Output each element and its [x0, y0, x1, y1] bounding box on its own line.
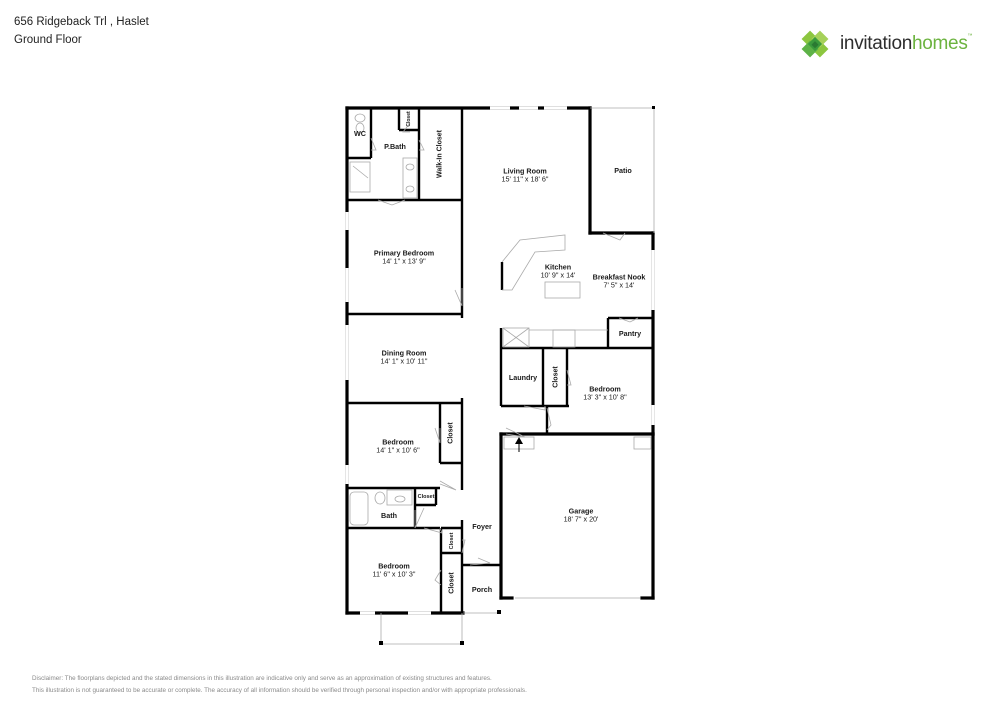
room-pbath-closet: Closet: [406, 111, 412, 127]
room-name: Bedroom: [589, 384, 621, 394]
room-bath: Bath: [381, 510, 397, 520]
room-laundry: Laundry: [508, 372, 538, 382]
room-dimensions: 15' 11" x 18' 6": [501, 175, 549, 184]
room-foyer-closet: Closet: [449, 532, 455, 550]
room-pbath: P.Bath: [384, 141, 406, 151]
property-address: 656 Ridgeback Trl , Haslet: [14, 16, 149, 28]
room-name: Foyer: [472, 521, 492, 531]
interior-walls: [347, 108, 653, 613]
room-dimensions: 13' 3" x 10' 8": [583, 393, 627, 402]
room-dimensions: 7' 5" x 14': [603, 281, 635, 290]
room-patio: Patio: [614, 165, 632, 175]
room-bath-closet: Closet: [418, 494, 435, 500]
entry-arrow-icon: [515, 437, 523, 452]
room-name: Pantry: [618, 328, 642, 338]
porch-posts: [379, 106, 655, 645]
brand-logo: invitationhomes™: [798, 27, 973, 61]
room-walkin-closet: Walk-In Closet: [436, 130, 444, 178]
room-pantry: Pantry: [618, 328, 642, 338]
trademark-mark: ™: [967, 33, 973, 39]
room-dimensions: 18' 7" x 20': [563, 515, 599, 524]
room-name: Laundry: [508, 372, 538, 382]
room-name: WC: [354, 128, 366, 138]
room-name: Kitchen: [544, 262, 572, 272]
room-name: Bedroom: [378, 561, 410, 571]
fixtures-and-openings: [345, 106, 655, 645]
room-dimensions: 11' 6" x 10' 3": [372, 570, 416, 579]
room-wc: WC: [354, 128, 366, 138]
room-dimensions: 14' 1" x 10' 11": [380, 357, 428, 366]
room-dimensions: 14' 1" x 10' 6": [376, 446, 420, 455]
floor-label: Ground Floor: [14, 34, 82, 46]
room-name: Living Room: [503, 166, 547, 176]
room-bedroom-4-closet: Closet: [448, 572, 456, 594]
room-name: Garage: [568, 506, 594, 516]
room-name: Dining Room: [381, 348, 427, 358]
room-porch: Porch: [471, 584, 493, 594]
room-dimensions: 10' 9" x 14': [540, 271, 576, 280]
brand-wordmark: invitationhomes™: [840, 33, 973, 55]
room-name: Bath: [381, 510, 397, 520]
room-laundry-closet: Closet: [552, 366, 560, 388]
brand-word-invitation: invitation: [840, 33, 912, 54]
disclaimer-line-1: Disclaimer: The floorplans depicted and …: [32, 675, 492, 682]
room-name: Porch: [471, 584, 493, 594]
room-dimensions: 14' 1" x 13' 9": [382, 257, 426, 266]
disclaimer-line-2: This illustration is not guaranteed to b…: [32, 687, 527, 694]
room-name: Closet: [417, 493, 435, 500]
room-name: Bedroom: [382, 437, 414, 447]
room-name: P.Bath: [384, 141, 406, 151]
clover-logo-icon: [801, 30, 829, 58]
room-name: Primary Bedroom: [373, 248, 435, 258]
room-name: Breakfast Nook: [592, 272, 646, 282]
brand-word-homes: homes: [912, 33, 968, 54]
room-name: Patio: [614, 165, 632, 175]
room-bedroom-3-closet: Closet: [447, 422, 455, 444]
room-foyer: Foyer: [472, 521, 492, 531]
